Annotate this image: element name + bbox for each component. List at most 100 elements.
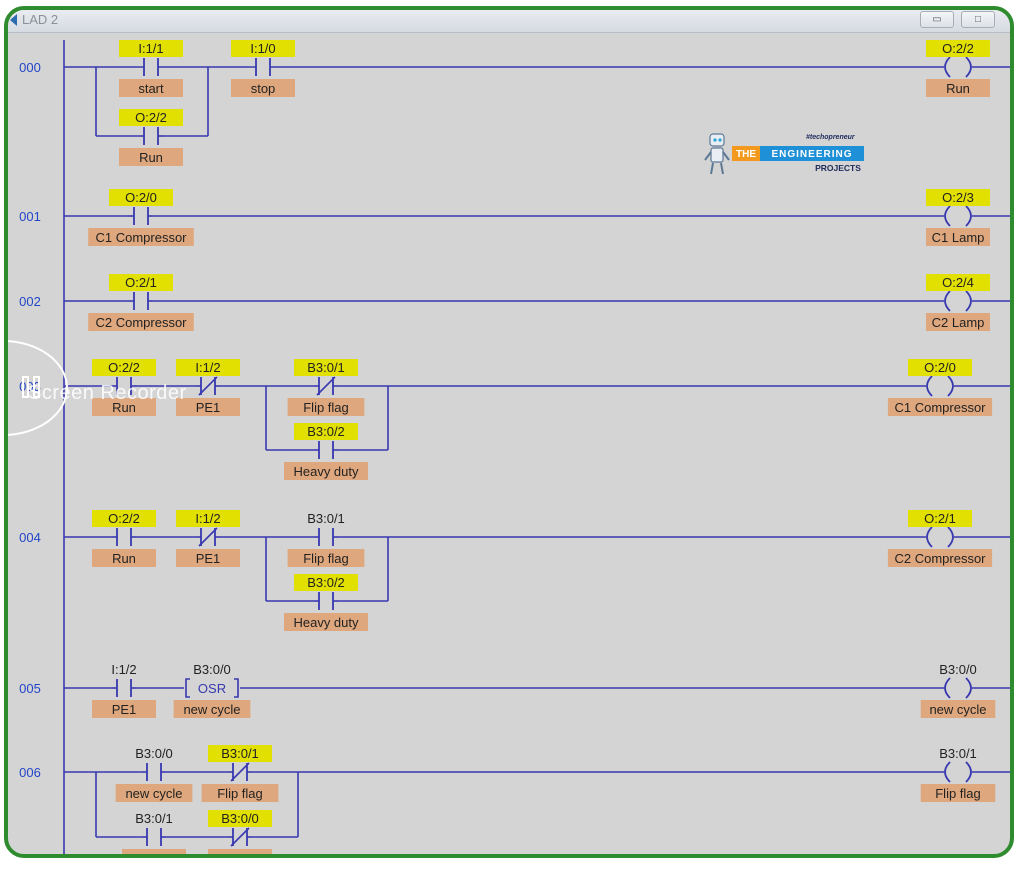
wire-gap	[142, 835, 166, 839]
contact-tag: Heavy duty	[293, 615, 359, 630]
contact-address: I:1/2	[111, 662, 136, 677]
contact-tag: new cycle	[125, 786, 182, 801]
coil-right-arc[interactable]	[947, 526, 954, 548]
contact-tag: C1 Compressor	[95, 230, 187, 245]
contact-address: B3:0/1	[307, 511, 345, 526]
coil-left-arc[interactable]	[944, 205, 951, 227]
contact-address: I:1/2	[195, 360, 220, 375]
address-highlight	[294, 574, 358, 591]
coil-right-arc[interactable]	[965, 56, 972, 78]
tag-box	[287, 398, 365, 416]
contact-address: B3:0/0	[221, 811, 259, 826]
tag-box	[287, 549, 365, 567]
coil-tag: Run	[946, 81, 970, 96]
maximize-button[interactable]: □	[961, 11, 995, 28]
contact-tag: Flip flag	[303, 551, 349, 566]
tag-box	[119, 79, 183, 97]
rung-number: 004	[19, 530, 41, 545]
contact-address: O:2/2	[135, 110, 167, 125]
contact-nc-slash	[198, 376, 218, 396]
rung-number: 001	[19, 209, 41, 224]
wire-gap	[139, 134, 163, 138]
coil-address: O:2/2	[942, 41, 974, 56]
address-highlight	[176, 510, 240, 527]
address-highlight	[908, 510, 972, 527]
coil-tag: Flip flag	[935, 786, 981, 801]
tag-box	[926, 228, 990, 246]
coil-left-arc[interactable]	[944, 677, 951, 699]
wire-gap	[944, 213, 972, 219]
contact-address: B3:0/2	[307, 575, 345, 590]
tag-box	[119, 148, 183, 166]
address-highlight	[926, 274, 990, 291]
screen-recorder-text: Screen Recorder	[28, 382, 187, 404]
contact-address: B3:0/2	[307, 424, 345, 439]
contact-address: B3:0/1	[307, 360, 345, 375]
coil-left-arc[interactable]	[944, 761, 951, 783]
tag-box	[176, 549, 240, 567]
osr-label: OSR	[198, 681, 226, 696]
coil-left-arc[interactable]	[926, 526, 933, 548]
coil-left-arc[interactable]	[926, 375, 933, 397]
contact-address: O:2/2	[108, 360, 140, 375]
coil-tag: new cycle	[929, 702, 986, 717]
rung-number: 002	[19, 294, 41, 309]
osr-bracket-left	[185, 678, 190, 698]
wire-gap	[314, 448, 338, 452]
wire-gap	[139, 65, 163, 69]
pause-icon[interactable]	[22, 376, 42, 398]
coil-right-arc[interactable]	[965, 290, 972, 312]
coil-tag: C2 Lamp	[932, 315, 985, 330]
tag-box	[88, 313, 194, 331]
rung-number: 005	[19, 681, 41, 696]
coil-right-arc[interactable]	[947, 375, 954, 397]
contact-tag: Run	[112, 551, 136, 566]
window-titlebar: LAD 2 ▭ □	[8, 10, 1010, 33]
coil-right-arc[interactable]	[965, 761, 972, 783]
logo-engineering: ENGINEERING	[771, 149, 852, 160]
rung-number: 006	[19, 765, 41, 780]
tag-box	[231, 79, 295, 97]
wire-gap	[251, 65, 275, 69]
contact-tag: new cycle	[183, 702, 240, 717]
tag-box	[92, 549, 156, 567]
osr-bracket-right	[234, 678, 239, 698]
window-arrow-icon	[10, 14, 17, 26]
contact-address: B3:0/0	[193, 662, 231, 677]
minimize-button[interactable]: ▭	[920, 11, 954, 28]
contact-tag: stop	[251, 81, 276, 96]
address-highlight	[109, 189, 173, 206]
contact-tag: C2 Compressor	[95, 315, 187, 330]
tag-box	[920, 700, 996, 718]
tag-box	[92, 398, 156, 416]
wire-gap	[926, 534, 954, 540]
coil-left-arc[interactable]	[944, 290, 951, 312]
contact-tag: PE1	[196, 551, 221, 566]
tag-box	[284, 613, 368, 631]
contact-nc-slash	[230, 762, 250, 782]
tag-box	[88, 228, 194, 246]
coil-right-arc[interactable]	[965, 205, 972, 227]
coil-right-arc[interactable]	[965, 677, 972, 699]
wire-gap	[112, 686, 136, 690]
contact-address: B3:0/1	[135, 811, 173, 826]
address-highlight	[926, 189, 990, 206]
wire-gap	[129, 214, 153, 218]
wire-gap	[944, 769, 972, 775]
wire-gap	[944, 64, 972, 70]
tag-box	[115, 784, 193, 802]
address-highlight	[92, 510, 156, 527]
tag-box	[887, 398, 993, 416]
tag-box	[926, 79, 990, 97]
rung-number: 000	[19, 60, 41, 75]
address-highlight	[119, 40, 183, 57]
logo-the: THE	[736, 149, 756, 160]
contact-address: I:1/0	[250, 41, 275, 56]
coil-left-arc[interactable]	[944, 56, 951, 78]
coil-address: O:2/4	[942, 275, 974, 290]
address-highlight	[109, 274, 173, 291]
osr-bg	[184, 679, 240, 697]
tag-box	[201, 784, 279, 802]
tag-box	[173, 700, 251, 718]
tag-box	[176, 398, 240, 416]
